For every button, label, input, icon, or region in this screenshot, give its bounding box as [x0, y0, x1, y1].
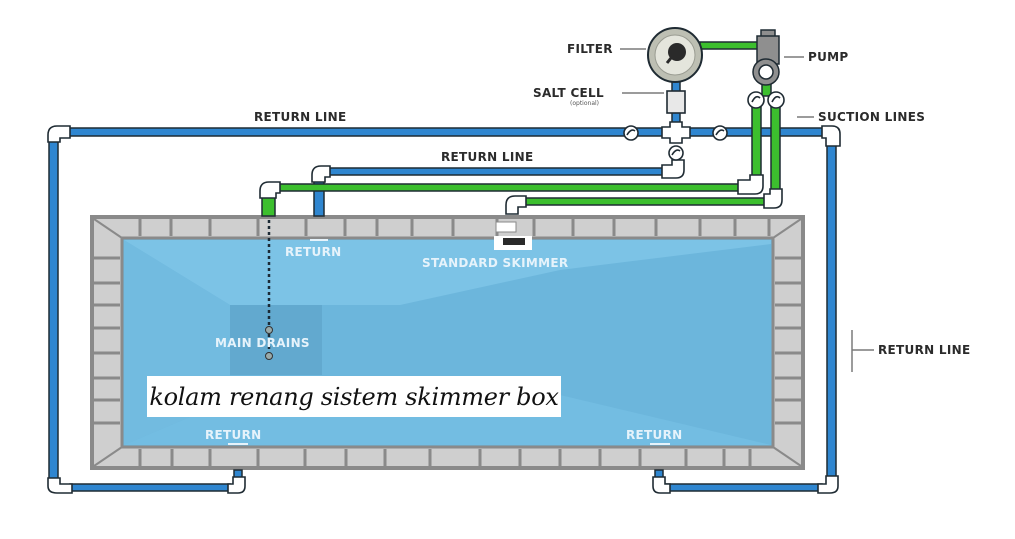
return-line-middle-horizontal [327, 167, 665, 176]
suction-line-skimmer [523, 197, 767, 206]
pump-to-filter-line [699, 41, 761, 50]
standard-skimmer [494, 221, 532, 250]
elbow-bottom-left [47, 477, 73, 494]
elbow-main-drain [259, 181, 281, 199]
valve-gauge-suction-1 [747, 91, 765, 109]
elbow-bottom-right-inlet [652, 476, 671, 494]
main-drain-1 [265, 326, 273, 334]
coping-tiles [94, 219, 801, 466]
label-return-line-middle: RETURN LINE [441, 150, 533, 164]
label-salt-cell: SALT CELL [533, 86, 604, 100]
elbow-bottom-left-inlet [227, 476, 246, 494]
filter [647, 27, 703, 83]
filter-gauge-icon [668, 43, 686, 61]
pump [752, 29, 780, 86]
valve-gauge-right [712, 125, 728, 141]
label-main-drains: MAIN DRAINS [215, 336, 310, 350]
label-salt-cell-note: (optional) [570, 100, 599, 107]
leader-lines [620, 48, 874, 372]
salt-cell [666, 90, 686, 114]
pool [90, 215, 805, 470]
elbow-top-right [821, 125, 841, 147]
label-return-top: RETURN [285, 245, 341, 259]
suction-pipes [261, 41, 781, 217]
suction-line-vertical-2 [770, 99, 781, 193]
return-line-left-vertical [48, 139, 59, 481]
label-return-bottom-left: RETURN [205, 428, 261, 442]
elbow-top-left [47, 125, 71, 143]
label-pump: PUMP [808, 50, 848, 64]
suction-line-main-drain [277, 183, 741, 192]
return-line-bottom-right [661, 483, 823, 492]
caption-box: kolam renang sistem skimmer box [147, 376, 561, 417]
main-drain-2 [265, 352, 273, 360]
water-deep-area [230, 305, 322, 375]
label-standard-skimmer: STANDARD SKIMMER [422, 256, 568, 270]
elbow-bottom-right [817, 475, 839, 494]
valve-gauge-lower [668, 145, 684, 161]
return-line-bottom-left [69, 483, 231, 492]
label-return-line-right: RETURN LINE [878, 343, 970, 357]
pipe-fittings [47, 121, 841, 494]
suction-line-vertical-1 [751, 99, 762, 181]
suction-line-drain-drop [261, 195, 276, 217]
label-suction-lines: SUCTION LINES [818, 110, 925, 124]
elbow-skimmer [505, 195, 527, 215]
elbow-middle-return [311, 165, 331, 183]
label-filter: FILTER [567, 42, 613, 56]
caption-text: kolam renang sistem skimmer box [149, 382, 559, 411]
elbow-middle-return-right [661, 159, 685, 179]
elbow-suction-2 [763, 188, 783, 209]
valve-gauge-left [623, 125, 639, 141]
label-return-bottom-right: RETURN [626, 428, 682, 442]
water-facet-top [124, 240, 771, 305]
elbow-suction-1 [737, 174, 764, 195]
cross-fitting [661, 121, 691, 144]
valves [623, 91, 785, 161]
return-line-right-vertical [826, 141, 837, 479]
valve-gauge-suction-2 [767, 91, 785, 109]
label-return-line-top: RETURN LINE [254, 110, 346, 124]
